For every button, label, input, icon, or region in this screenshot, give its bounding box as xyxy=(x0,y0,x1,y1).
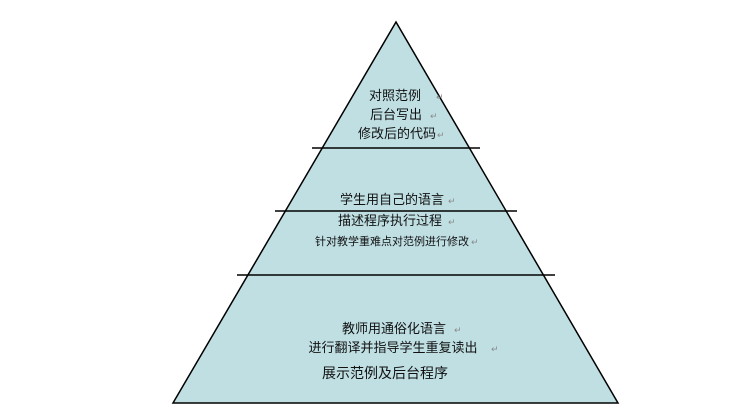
paragraph-mark: ↵ xyxy=(491,345,499,355)
paragraph-mark: ↵ xyxy=(430,112,438,122)
pyramid-shape xyxy=(171,20,620,404)
paragraph-mark: ↵ xyxy=(437,131,445,141)
tier-top-line-1: 对照范例 xyxy=(369,89,421,104)
paragraph-mark: ↵ xyxy=(448,218,456,228)
tier-top-line-2: 后台写出 xyxy=(370,108,422,123)
paragraph-mark: ↵ xyxy=(454,326,462,336)
tier-bottom-line-1: 教师用通俗化语言 xyxy=(342,321,446,337)
tier-bottom-line-2: 进行翻译并指导学生重复读出 xyxy=(308,340,477,356)
tier-middle-upper-line-1: 学生用自己的语言 xyxy=(340,192,444,208)
paragraph-mark: ↵ xyxy=(471,238,479,248)
tier-top-line-3: 修改后的代码 xyxy=(358,126,436,142)
tier-bottom-line-3: 展示范例及后台程序 xyxy=(322,365,448,382)
paragraph-mark: ↵ xyxy=(436,93,444,103)
paragraph-mark: ↵ xyxy=(448,197,456,207)
tier-middle-lower-line-1: 描述程序执行过程 xyxy=(338,214,442,229)
tier-middle-lower-line-2: 针对教学重难点对范例进行修改 xyxy=(315,234,469,248)
